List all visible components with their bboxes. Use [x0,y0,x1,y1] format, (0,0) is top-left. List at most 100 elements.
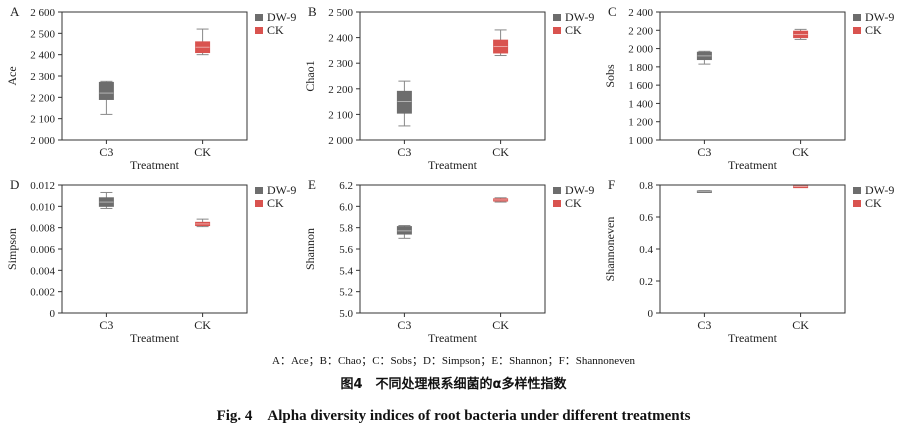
x-tick-label: CK [792,318,809,332]
x-tick-label: CK [492,145,509,159]
y-tick-label: 0.006 [30,244,55,256]
y-tick-label: 0 [50,308,56,320]
y-tick-label: 0.010 [30,201,55,213]
legend-label: CK [565,23,582,37]
figure-title-en: Fig. 4 Alpha diversity indices of root b… [216,408,691,424]
y-axis-label: Sobs [603,64,617,88]
x-tick-label: C3 [99,318,113,332]
y-tick-label: 2 200 [30,92,55,104]
y-tick-label: 6.0 [339,201,353,213]
x-tick-label: CK [194,318,211,332]
box-dw-9 [396,226,412,235]
legend-label: CK [865,23,882,37]
y-tick-label: 2 000 [628,44,653,56]
x-tick-label: CK [492,318,509,332]
legend-swatch [853,187,861,194]
plot-frame [659,11,846,141]
box-dw-9 [396,90,412,114]
y-tick-label: 1 200 [628,117,653,129]
legend-label: DW-9 [565,183,594,197]
y-tick-label: 2 100 [328,109,353,121]
y-tick-label: 2 400 [628,7,653,19]
y-axis-label: Shannoneven [603,217,617,282]
legend-label: CK [565,196,582,210]
x-axis-label: Treatment [728,331,778,345]
panel-legend-caption: A：Ace；B：Chao；C：Sobs；D：Simpson；E：Shannon；… [272,355,635,367]
legend-swatch [255,14,263,21]
y-tick-label: 2 300 [30,71,55,83]
legend-label: CK [267,23,284,37]
y-tick-label: 0.2 [639,276,653,288]
legend-swatch [853,27,861,34]
y-tick-label: 2 200 [628,25,653,37]
plot-frame [659,184,846,314]
x-axis-label: Treatment [130,158,180,172]
panel-letter: A [10,4,20,19]
figure-title-cn: 图4 不同处理根系细菌的α多样性指数 [340,377,567,392]
y-tick-label: 1 600 [628,80,653,92]
x-axis-label: Treatment [728,158,778,172]
y-tick-label: 0.004 [30,265,55,277]
y-tick-label: 0.002 [30,287,55,299]
y-tick-label: 2 400 [30,50,55,62]
y-tick-label: 2 600 [30,7,55,19]
y-axis-label: Ace [5,66,19,85]
y-tick-label: 2 500 [30,28,55,40]
x-tick-label: C3 [99,145,113,159]
y-axis-label: Simpson [5,228,19,270]
legend-swatch [553,14,561,21]
y-tick-label: 6.2 [339,180,353,192]
y-tick-label: 2 000 [328,135,353,147]
x-tick-label: C3 [697,145,711,159]
y-tick-label: 0.008 [30,223,55,235]
x-tick-label: C3 [397,145,411,159]
chart-panel-d: D00.0020.0040.0060.0080.0100.012SimpsonC… [5,177,296,345]
legend-swatch [853,200,861,207]
legend-label: CK [267,196,284,210]
legend-label: CK [865,196,882,210]
legend-label: DW-9 [565,10,594,24]
x-tick-label: C3 [397,318,411,332]
y-tick-label: 0.8 [639,180,653,192]
legend-label: DW-9 [865,183,894,197]
panel-letter: F [608,177,615,192]
box-dw-9 [98,81,114,100]
y-tick-label: 2 000 [30,135,55,147]
y-tick-label: 5.6 [339,244,353,256]
y-tick-label: 0.012 [30,180,55,192]
plot-frame [61,184,248,314]
y-tick-label: 5.2 [339,287,353,299]
panel-letter: C [608,4,617,19]
x-axis-label: Treatment [130,331,180,345]
y-axis-label: Shannon [303,228,317,270]
x-axis-label: Treatment [428,331,478,345]
legend-swatch [255,187,263,194]
y-tick-label: 1 000 [628,135,653,147]
x-axis-label: Treatment [428,158,478,172]
plot-frame [359,11,546,141]
legend-swatch [553,200,561,207]
legend-label: DW-9 [865,10,894,24]
y-tick-label: 2 200 [328,84,353,96]
y-tick-label: 2 100 [30,114,55,126]
plot-frame [359,184,546,314]
y-tick-label: 2 500 [328,7,353,19]
x-tick-label: CK [792,145,809,159]
plot-frame [61,11,248,141]
y-tick-label: 1 400 [628,98,653,110]
legend-swatch [853,14,861,21]
legend-swatch [553,187,561,194]
y-tick-label: 0.4 [639,244,653,256]
panel-letter: B [308,4,317,19]
legend-swatch [553,27,561,34]
x-tick-label: CK [194,145,211,159]
legend-label: DW-9 [267,10,296,24]
y-tick-label: 5.8 [339,223,353,235]
y-tick-label: 0 [648,308,654,320]
